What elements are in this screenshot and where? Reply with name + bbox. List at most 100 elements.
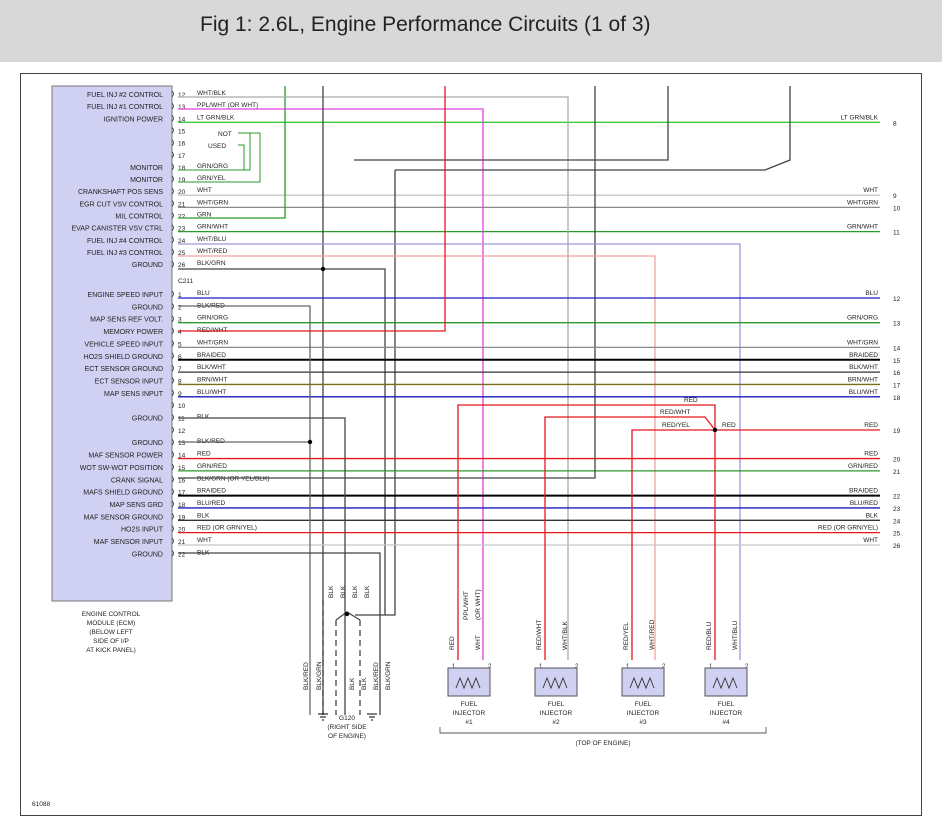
injector-label: #1 [465, 719, 473, 726]
injector-label: FUEL [718, 701, 735, 708]
pin-function: MAP SENS GRD [109, 502, 163, 509]
injector-label: #3 [639, 719, 647, 726]
ground-label: G120 [339, 715, 355, 722]
pin-number: 22 [178, 551, 186, 558]
pin-number: 1 [452, 664, 456, 670]
pin-function: MAP SENS REF VOLT. [90, 317, 163, 324]
pin-mark [171, 175, 174, 183]
pin-number: 21 [178, 201, 186, 208]
pin-mark [171, 200, 174, 207]
wire-label: WHT [197, 537, 212, 544]
pin-mark [171, 537, 174, 545]
wire-label: RED/WHT [660, 409, 690, 416]
wire-label: BRAIDED [849, 352, 878, 359]
pin-number: 2 [575, 664, 579, 670]
wire [178, 132, 251, 171]
wire [178, 305, 311, 715]
wire [544, 416, 716, 660]
wire-label: GRN/WHT [847, 224, 878, 231]
pin-number: 3 [178, 317, 182, 324]
pin-mark [171, 151, 174, 159]
pin-number: 6 [178, 354, 182, 361]
pin-mark [171, 550, 174, 557]
wire-label: WHT/BLK [562, 620, 569, 650]
wire-label: BLK [340, 585, 347, 598]
diagram-frame [20, 73, 922, 816]
pin-mark [171, 90, 174, 98]
wire-label: GRN/YEL [197, 175, 226, 182]
pin-number: 12 [178, 92, 186, 99]
wire-label: BLK/GRN [385, 661, 392, 690]
pin-number: 14 [178, 116, 186, 123]
injector-coil-icon [629, 676, 655, 690]
connector-number: 26 [893, 543, 901, 550]
pin-function: MONITOR [130, 165, 163, 172]
wire-label: GRN/WHT [197, 224, 228, 231]
connector-number: 20 [893, 457, 901, 464]
pin-number: 9 [178, 391, 182, 398]
wire-label: BRAIDED [197, 488, 226, 495]
pin-number: 8 [178, 378, 182, 385]
pin-number: 17 [178, 490, 186, 497]
wire [354, 86, 669, 161]
pin-function: WOT SW-WOT POSITION [80, 465, 163, 472]
pin-mark [171, 438, 174, 446]
pin-mark [171, 327, 174, 335]
ecm-label: (BELOW LEFT [89, 629, 132, 636]
wire-label: RED/WHT [536, 620, 543, 650]
pin-mark [171, 364, 174, 372]
wire-label: BRN/WHT [197, 376, 227, 383]
pin-mark [171, 340, 174, 347]
connector-number: 18 [893, 395, 901, 402]
figure-id: 61088 [32, 801, 50, 808]
wire-label: LT GRN/BLK [841, 114, 879, 121]
ground-label: OF ENGINE) [328, 733, 366, 740]
splice-dot [344, 611, 350, 617]
wire [178, 255, 656, 660]
wire-label: GRN [197, 212, 212, 219]
ground-symbol-icon [318, 713, 328, 721]
wire [178, 243, 741, 660]
wire-label: BLK/GRN [197, 260, 226, 267]
wire-label: WHT [197, 187, 212, 194]
connector-number: 23 [893, 506, 901, 513]
wire-label: BLK [328, 585, 335, 598]
wire-label: BLK [361, 677, 368, 690]
pin-number: 7 [178, 366, 182, 373]
wire-label: BLK/GRN [316, 661, 323, 690]
wire [178, 268, 386, 615]
wire-label: WHT/RED [649, 619, 656, 650]
not-used-label: USED [208, 143, 226, 150]
pin-function: CRANKSHAFT POS SENS [78, 189, 163, 196]
pin-mark [171, 163, 174, 171]
pin-mark [171, 525, 174, 532]
pin-function: MIL CONTROL [115, 214, 163, 221]
pin-function: GROUND [132, 440, 163, 447]
pin-number: 16 [178, 141, 186, 148]
injector-label: INJECTOR [453, 710, 486, 717]
wire-label: RED/YEL [623, 622, 630, 650]
pin-number: 19 [178, 514, 186, 521]
pin-function: HO2S INPUT [121, 527, 164, 534]
pin-mark [171, 236, 174, 244]
pin-mark [171, 139, 174, 146]
pin-function: FUEL INJ #3 CONTROL [87, 250, 163, 257]
wire-label: WHT/BLK [197, 90, 227, 97]
wire [355, 170, 396, 616]
wire-label: GRN/ORG [197, 315, 228, 322]
pin-function: FUEL INJ #4 CONTROL [87, 238, 163, 245]
pin-function: MAF SENSOR GROUND [84, 514, 163, 521]
pin-number: 18 [178, 165, 186, 172]
pin-number: 20 [178, 189, 186, 196]
injector-label: FUEL [548, 701, 565, 708]
top-of-engine-bracket [439, 727, 767, 734]
pin-number: 1 [178, 292, 182, 299]
wire-label: BRN/WHT [848, 376, 878, 383]
fuel-injector-box [447, 667, 491, 697]
wire-label: BLU [197, 290, 210, 297]
connector-number: 8 [893, 120, 897, 127]
connector-number: 21 [893, 469, 901, 476]
pin-mark [171, 451, 174, 458]
wire [178, 108, 484, 660]
